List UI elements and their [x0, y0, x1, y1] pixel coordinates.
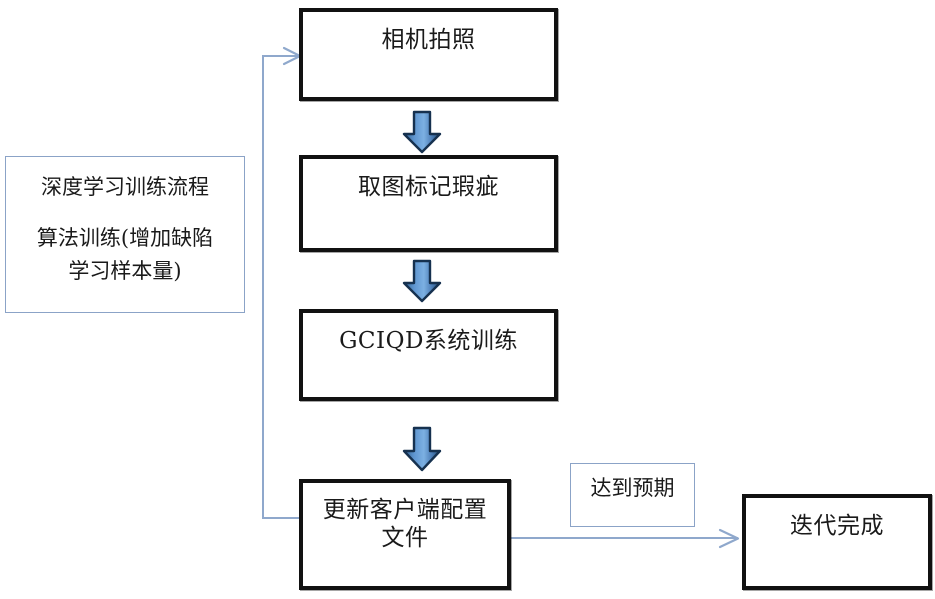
node-mark-defect[interactable]: 取图标记瑕疵: [299, 155, 558, 252]
node-mark-defect-label: 取图标记瑕疵: [358, 174, 499, 200]
note-expectation-met: 达到预期: [570, 463, 695, 527]
node-camera[interactable]: 相机拍照: [299, 8, 558, 101]
node-camera-label: 相机拍照: [381, 27, 476, 53]
block-arrow-down-1-icon: [402, 110, 442, 154]
node-system-train-label: GCIQD系统训练: [339, 328, 518, 354]
node-iteration-done-label: 迭代完成: [790, 513, 884, 539]
to-done-arrowhead-icon: [718, 528, 740, 549]
to-done-connector-line: [510, 537, 738, 539]
block-arrow-down-2-icon: [402, 259, 442, 303]
node-iteration-done[interactable]: 迭代完成: [742, 494, 932, 590]
note-training-flow-line2: 算法训练(增加缺陷 学习样本量): [36, 226, 214, 283]
node-update-config-label: 更新客户端配置 文件: [322, 497, 488, 552]
feedback-connector-top-segment: [262, 55, 298, 57]
feedback-connector-bottom-segment: [262, 517, 302, 519]
node-update-config[interactable]: 更新客户端配置 文件: [299, 479, 511, 590]
note-expectation-met-label: 达到预期: [590, 476, 675, 500]
feedback-connector-vertical-segment: [262, 55, 264, 519]
note-training-flow: 深度学习训练流程 算法训练(增加缺陷 学习样本量): [5, 156, 245, 313]
block-arrow-down-3-icon: [402, 426, 442, 472]
note-training-flow-line1: 深度学习训练流程: [41, 175, 209, 199]
node-system-train[interactable]: GCIQD系统训练: [299, 309, 558, 401]
